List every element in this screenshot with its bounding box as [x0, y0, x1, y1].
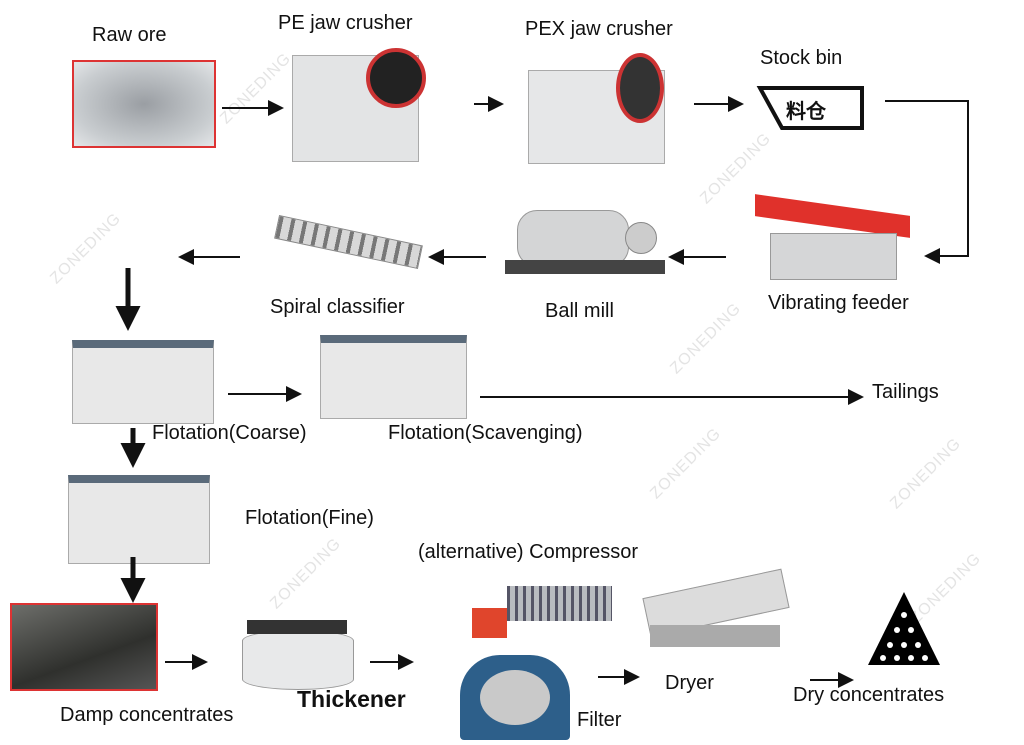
ball-mill-image: [505, 210, 665, 275]
label-vibrating-feeder: Vibrating feeder: [768, 292, 909, 314]
label-compressor: (alternative) Compressor: [418, 541, 639, 563]
label-stock-bin: Stock bin: [760, 47, 843, 69]
label-damp-concentrates: Damp concentrates: [60, 704, 234, 726]
arrow-bin-to-feeder: [885, 100, 969, 264]
flotation-coarse-image: [72, 340, 214, 424]
label-dryer: Dryer: [665, 672, 714, 694]
flotation-scavenging-image: [320, 335, 467, 419]
stock-bin-glyph: 料仓: [786, 99, 826, 123]
damp-concentrates-image: [10, 603, 158, 691]
pe-jaw-crusher-image: [292, 48, 426, 162]
filter-image: [460, 655, 570, 740]
label-dry-concentrates: Dry concentrates: [793, 684, 945, 706]
label-thickener: Thickener: [297, 686, 406, 712]
dryer-image: [640, 568, 790, 650]
vibrating-feeder-image: [755, 194, 910, 280]
raw-ore-image: [72, 60, 216, 148]
label-flotation-fine: Flotation(Fine): [245, 507, 374, 529]
label-spiral-classifier: Spiral classifier: [270, 296, 405, 318]
filter-press-image: [472, 578, 614, 640]
pex-jaw-crusher-image: [528, 53, 665, 164]
thickener-image: [242, 610, 357, 690]
label-flotation-scavenging: Flotation(Scavenging): [388, 422, 583, 444]
label-raw-ore: Raw ore: [92, 24, 167, 46]
label-flotation-coarse: Flotation(Coarse): [152, 422, 307, 444]
label-tailings: Tailings: [872, 381, 939, 403]
label-ball-mill: Ball mill: [545, 300, 614, 322]
flotation-fine-image: [68, 475, 210, 564]
label-pe-jaw-crusher: PE jaw crusher: [278, 12, 413, 34]
label-filter: Filter: [577, 709, 622, 731]
label-pex-jaw-crusher: PEX jaw crusher: [525, 18, 673, 40]
